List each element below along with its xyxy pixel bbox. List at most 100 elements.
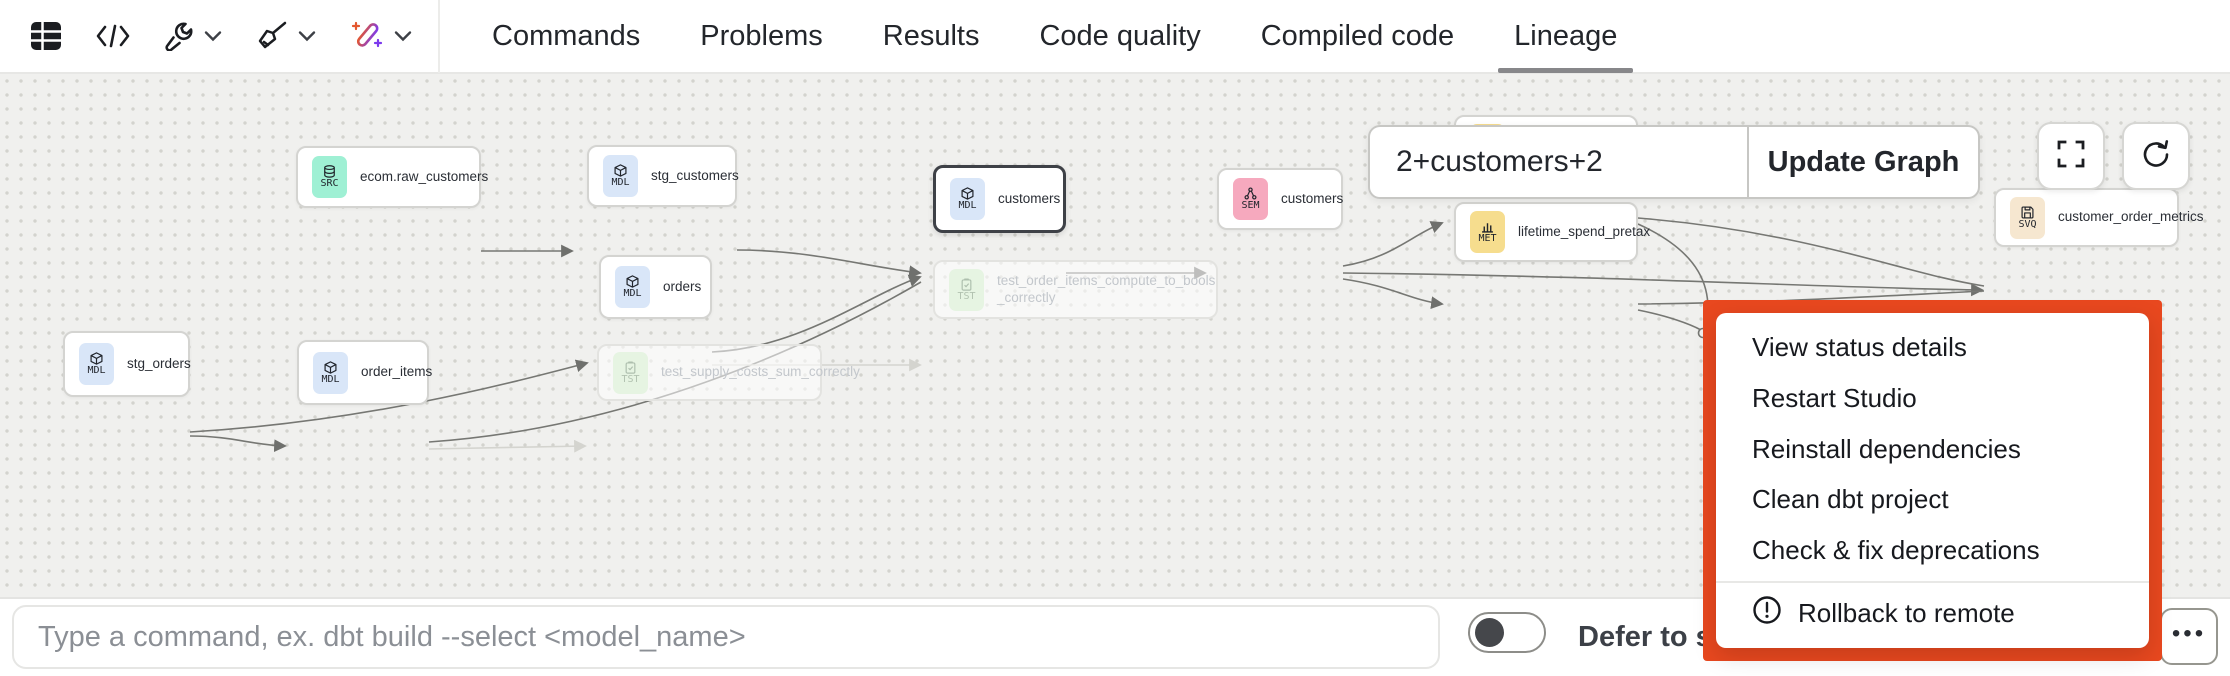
menu-item-rollback-to-remote[interactable]: Rollback to remote (1716, 588, 2149, 639)
tab-results[interactable]: Results (882, 19, 980, 52)
fullscreen-button[interactable] (2037, 122, 2105, 190)
menu-item-clean-dbt-project[interactable]: Clean dbt project (1752, 484, 1949, 515)
node-label: lifetime_spend_pretax (1518, 223, 1651, 239)
magic-wand-icon (350, 20, 384, 52)
node-label: stg_customers (651, 167, 739, 183)
menu-item-check-fix-deprecations[interactable]: Check & fix deprecations (1752, 535, 2040, 566)
node-stg-customers[interactable]: MDL stg_customers (587, 145, 739, 207)
node-type-code: SEM (1241, 200, 1260, 211)
cube-icon (961, 187, 974, 200)
node-label: stg_orders (127, 355, 191, 371)
node-type-badge: MET (1470, 211, 1505, 253)
node-type-code: MDL (321, 373, 340, 385)
bar-chart-icon (1481, 220, 1494, 233)
node-type-code: MDL (611, 177, 630, 188)
edge (1637, 290, 1985, 305)
node-label: customer_order_metrics (2058, 209, 2204, 225)
menu-item-reinstall-dependencies[interactable]: Reinstall dependencies (1752, 433, 2021, 464)
tab-lineage[interactable]: Lineage (1484, 0, 1647, 73)
lineage-selector-input[interactable]: 2+customers+2 (1370, 127, 1749, 197)
node-label: test_order_items_compute_to_bools_correc… (997, 272, 1216, 305)
node-customers-model[interactable]: MDL customers (933, 165, 1066, 233)
node-type-code: TST (957, 290, 976, 302)
node-type-code: MDL (958, 200, 977, 211)
lineage-search-capsule: 2+customers+2 Update Graph (1368, 125, 1980, 199)
edge (1342, 278, 1444, 309)
defer-toggle[interactable] (1468, 612, 1546, 653)
node-type-badge: TST (613, 351, 648, 394)
tab-code-quality[interactable]: Code quality (1039, 19, 1201, 52)
edge-faded (428, 439, 587, 453)
node-test-order-items[interactable]: TST test_order_items_compute_to_bools_cor… (933, 260, 1218, 319)
chevron-down-icon (298, 30, 316, 42)
node-label: customers (998, 190, 1061, 206)
node-type-badge: TST (949, 268, 984, 311)
cube-icon (90, 352, 103, 365)
node-customer-order-metrics[interactable]: SVQ customer_order_metrics (1994, 188, 2204, 247)
menu-item-label: Rollback to remote (1798, 598, 2015, 629)
table-icon (30, 21, 62, 51)
top-toolbar: Commands Problems Results Code quality C… (0, 0, 2230, 74)
chevron-down-icon (394, 30, 412, 42)
node-test-supply-costs[interactable]: TST test_supply_costs_sum_correctly (597, 344, 860, 401)
node-lifetime-spend-pretax[interactable]: MET lifetime_spend_pretax (1454, 202, 1650, 262)
node-type-badge: MDL (313, 351, 348, 394)
toolbar-divider (438, 0, 440, 73)
broom-menu-button[interactable] (256, 21, 316, 51)
node-label: ecom.raw_customers (360, 168, 489, 184)
node-type-code: MDL (623, 288, 642, 299)
context-menu-highlight: View status details Restart Studio Reins… (1703, 300, 2162, 661)
wrench-menu-button[interactable] (164, 21, 222, 51)
tab-commands[interactable]: Commands (492, 19, 641, 52)
node-type-code: SVQ (2018, 218, 2037, 230)
node-type-badge: SEM (1233, 178, 1268, 220)
context-menu: View status details Restart Studio Reins… (1716, 313, 2149, 648)
node-type-badge: MDL (603, 155, 638, 197)
edge (189, 435, 287, 453)
edge (1342, 272, 1984, 297)
chevron-down-icon (204, 30, 222, 42)
clipboard-check-icon (960, 277, 973, 291)
menu-item-view-status-details[interactable]: View status details (1752, 331, 1967, 362)
code-icon (96, 23, 130, 49)
cube-icon (324, 360, 337, 374)
floppy-disk-icon (2021, 205, 2034, 219)
node-label: customers (1281, 190, 1344, 206)
command-input[interactable]: Type a command, ex. dbt build --select <… (12, 605, 1440, 669)
cube-icon (626, 275, 639, 288)
database-icon (323, 165, 336, 178)
node-label: order_items (361, 364, 433, 380)
icon-toolbar (0, 20, 412, 52)
wrench-icon (164, 21, 194, 51)
tab-problems[interactable]: Problems (700, 19, 823, 52)
menu-item-restart-studio[interactable]: Restart Studio (1752, 382, 1917, 413)
node-type-code: TST (621, 373, 640, 385)
broom-icon (256, 21, 288, 51)
more-options-button[interactable]: ••• (2160, 608, 2218, 665)
edge (711, 274, 922, 353)
refresh-button[interactable] (2122, 122, 2190, 190)
code-button[interactable] (96, 23, 130, 49)
refresh-icon (2140, 138, 2172, 175)
edge (1637, 217, 1985, 287)
edge (1637, 309, 1702, 331)
panel-tabs: Commands Problems Results Code quality C… (462, 0, 1647, 73)
magic-wand-menu-button[interactable] (350, 20, 412, 52)
node-type-badge: MDL (950, 178, 985, 220)
table-button[interactable] (30, 21, 62, 51)
node-type-badge: MDL (615, 266, 650, 308)
node-type-code: MET (1478, 233, 1497, 244)
update-graph-button[interactable]: Update Graph (1767, 145, 1960, 178)
fullscreen-icon (2056, 139, 2086, 174)
node-type-badge: MDL (79, 343, 114, 385)
cube-icon (614, 164, 627, 177)
clipboard-check-icon (624, 360, 637, 374)
node-customers-semantic[interactable]: SEM customers (1217, 168, 1343, 230)
node-stg-orders[interactable]: MDL stg_orders (63, 331, 191, 397)
warning-icon (1752, 595, 1782, 632)
node-order-items[interactable]: MDL order_items (297, 340, 433, 405)
node-label: test_supply_costs_sum_correctly (661, 364, 860, 380)
tab-compiled-code[interactable]: Compiled code (1260, 19, 1455, 52)
